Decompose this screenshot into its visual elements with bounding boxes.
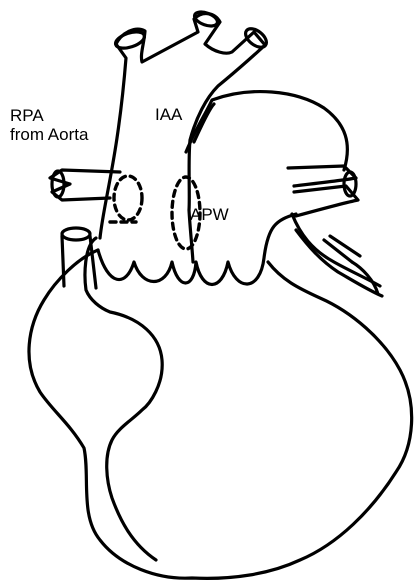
rpa-label: RPA from Aorta: [10, 106, 88, 144]
apw-label: APW: [190, 205, 229, 224]
aortic-arch-branches: [100, 9, 270, 262]
defect-outlines: [110, 176, 200, 249]
left-pulmonary-artery: [288, 166, 358, 216]
heart-body: [29, 250, 412, 578]
valve-scallops: [98, 214, 296, 285]
rpa-origin-dashed: [114, 176, 142, 220]
svc-opening: [62, 228, 90, 240]
rpa-label-line2: from Aorta: [10, 125, 88, 144]
left-atrial-appendage: [292, 214, 382, 296]
subclavian-opening: [242, 25, 270, 51]
iaa-label: IAA: [155, 105, 182, 124]
pulmonary-trunk: [186, 92, 347, 170]
rpa-label-line1: RPA: [10, 106, 88, 125]
rpa-opening: [52, 171, 64, 197]
superior-vena-cava: [62, 228, 96, 288]
